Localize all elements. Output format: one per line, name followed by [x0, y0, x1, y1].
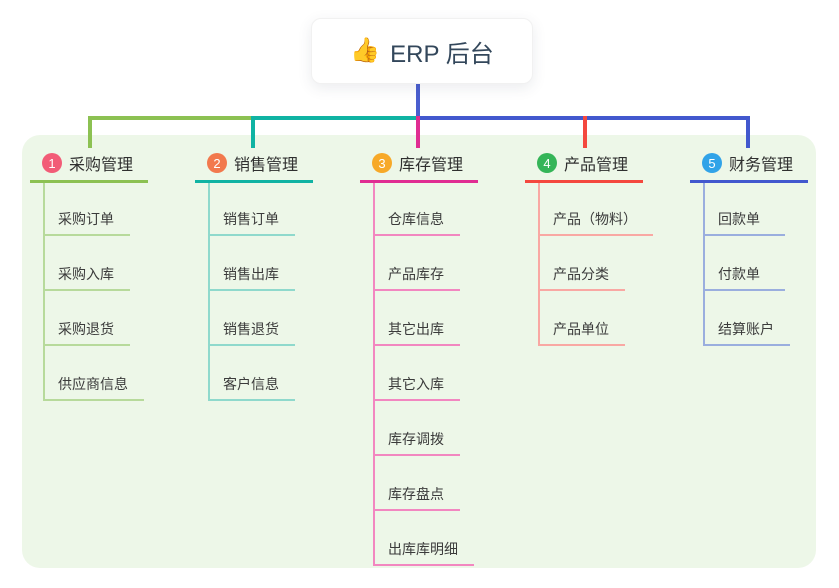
- branch-1-head[interactable]: 1 采购管理: [30, 149, 148, 183]
- branch-5-child-3[interactable]: 结算账户: [703, 291, 790, 346]
- root-title: ERP 后台: [390, 40, 494, 68]
- branch-4-label: 产品管理: [564, 157, 629, 174]
- branch-3-child-1[interactable]: 仓库信息: [373, 183, 460, 236]
- branch-5-children: 回款单付款单结算账户: [703, 183, 808, 346]
- branch-drop-line-5: [746, 116, 750, 148]
- branch-3: 3 库存管理仓库信息产品库存其它出库其它入库库存调拨库存盘点出库库明细: [360, 149, 478, 566]
- branch-2: 2 销售管理销售订单销售出库销售退货客户信息: [195, 149, 313, 401]
- branch-2-children: 销售订单销售出库销售退货客户信息: [208, 183, 313, 401]
- root-trunk-line: [416, 82, 420, 118]
- branch-drop-line-4: [583, 116, 587, 148]
- branch-4: 4 产品管理产品（物料）产品分类产品单位: [525, 149, 653, 346]
- branch-4-child-2[interactable]: 产品分类: [538, 236, 625, 291]
- branch-drop-line-1: [88, 116, 92, 148]
- branch-1-child-1[interactable]: 采购订单: [43, 183, 130, 236]
- branch-1-children: 采购订单采购入库采购退货供应商信息: [43, 183, 148, 401]
- branch-4-number-badge: 4: [537, 153, 557, 173]
- branch-2-label: 销售管理: [234, 157, 299, 174]
- branch-1-child-3[interactable]: 采购退货: [43, 291, 130, 346]
- branch-1-child-2[interactable]: 采购入库: [43, 236, 130, 291]
- branch-4-child-3[interactable]: 产品单位: [538, 291, 625, 346]
- branch-4-head[interactable]: 4 产品管理: [525, 149, 643, 183]
- branch-drop-line-2: [251, 116, 255, 148]
- branch-3-child-3[interactable]: 其它出库: [373, 291, 460, 346]
- branch-3-child-6[interactable]: 库存盘点: [373, 456, 460, 511]
- branch-5-child-2[interactable]: 付款单: [703, 236, 785, 291]
- branch-3-head[interactable]: 3 库存管理: [360, 149, 478, 183]
- branch-3-number-badge: 3: [372, 153, 392, 173]
- branch-3-child-5[interactable]: 库存调拨: [373, 401, 460, 456]
- branch-1-number-badge: 1: [42, 153, 62, 173]
- branch-2-child-3[interactable]: 销售退货: [208, 291, 295, 346]
- branch-5-child-1[interactable]: 回款单: [703, 183, 785, 236]
- branch-1-label: 采购管理: [69, 157, 134, 174]
- branch-2-child-4[interactable]: 客户信息: [208, 346, 295, 401]
- root-node[interactable]: 👍 ERP 后台: [311, 18, 533, 84]
- top-connector-segment-2: [253, 116, 416, 120]
- branch-3-label: 库存管理: [399, 157, 464, 174]
- branch-5-head[interactable]: 5 财务管理: [690, 149, 808, 183]
- branch-5-label: 财务管理: [729, 157, 794, 174]
- branch-2-number-badge: 2: [207, 153, 227, 173]
- branch-1-child-4[interactable]: 供应商信息: [43, 346, 144, 401]
- branch-3-child-7[interactable]: 出库库明细: [373, 511, 474, 566]
- branch-4-children: 产品（物料）产品分类产品单位: [538, 183, 653, 346]
- branch-2-head[interactable]: 2 销售管理: [195, 149, 313, 183]
- branch-3-child-4[interactable]: 其它入库: [373, 346, 460, 401]
- thumbs-up-icon: 👍: [350, 37, 381, 64]
- branch-4-child-1[interactable]: 产品（物料）: [538, 183, 653, 236]
- branch-1: 1 采购管理采购订单采购入库采购退货供应商信息: [30, 149, 148, 401]
- branch-5: 5 财务管理回款单付款单结算账户: [690, 149, 808, 346]
- branches-panel: 1 采购管理采购订单采购入库采购退货供应商信息 2 销售管理销售订单销售出库销售退货客…: [22, 135, 816, 568]
- branch-3-child-2[interactable]: 产品库存: [373, 236, 460, 291]
- branch-2-child-2[interactable]: 销售出库: [208, 236, 295, 291]
- branch-drop-line-3: [416, 116, 420, 148]
- branch-5-number-badge: 5: [702, 153, 722, 173]
- branch-2-child-1[interactable]: 销售订单: [208, 183, 295, 236]
- top-connector-segment-1: [88, 116, 253, 120]
- branch-3-children: 仓库信息产品库存其它出库其它入库库存调拨库存盘点出库库明细: [373, 183, 478, 566]
